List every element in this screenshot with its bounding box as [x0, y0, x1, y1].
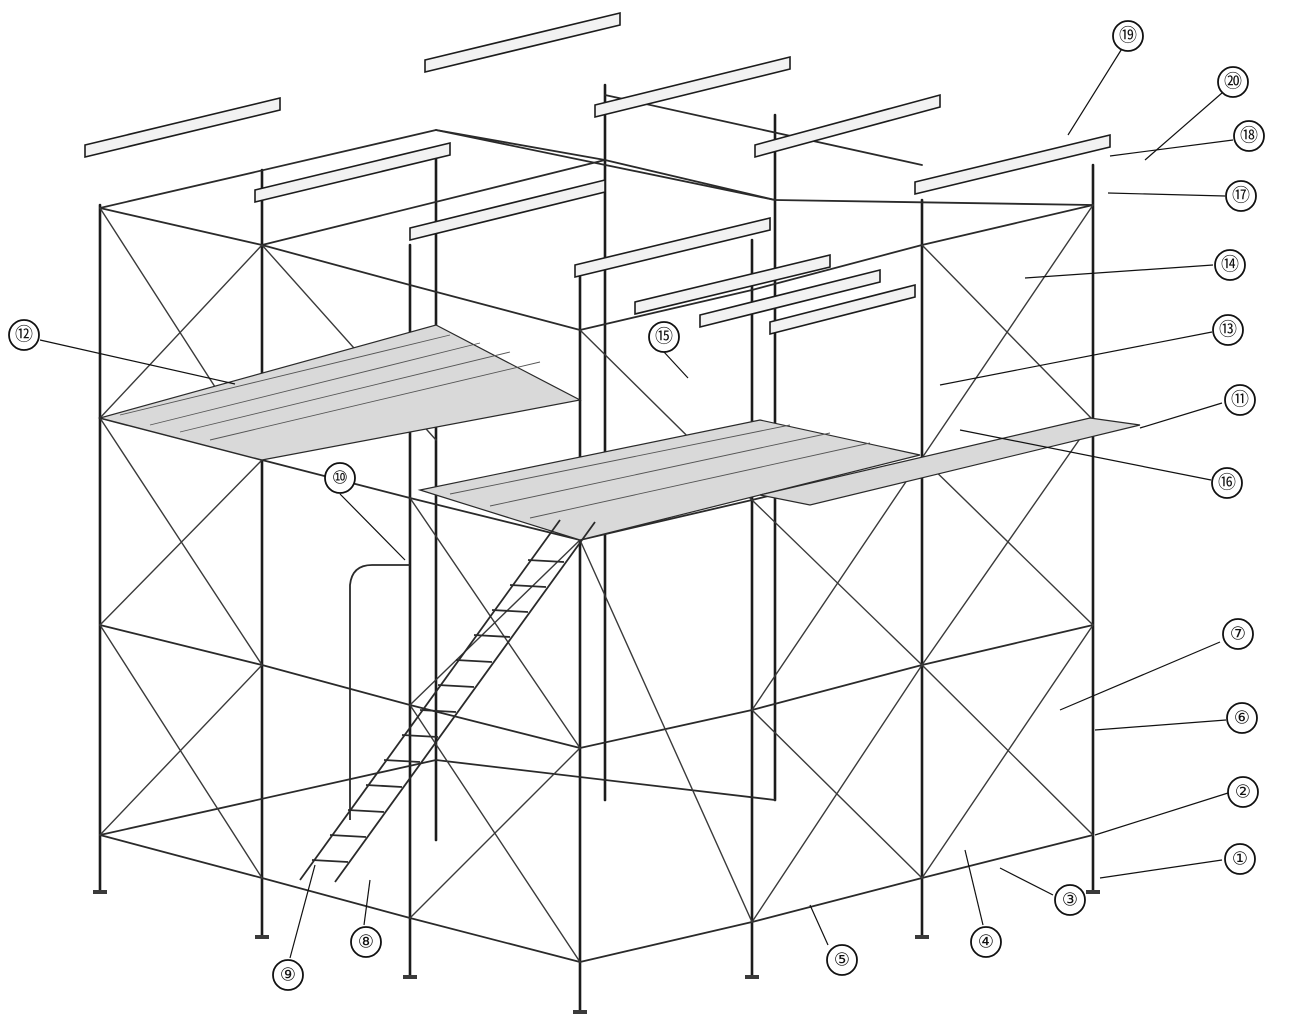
callout-20-label: ⑳ [1224, 72, 1242, 93]
callout-10-label: ⑩ [332, 468, 348, 489]
callout-18: ⑱ [1233, 120, 1265, 152]
callout-17-label: ⑰ [1232, 186, 1250, 207]
callout-4-label: ④ [978, 932, 994, 953]
scaffold-frame [98, 83, 1095, 1012]
callout-11-label: ⑪ [1231, 390, 1249, 411]
callout-1-label: ① [1232, 849, 1248, 870]
callout-11: ⑪ [1224, 384, 1256, 416]
callout-13-label: ⑬ [1219, 320, 1237, 341]
callout-7: ⑦ [1222, 618, 1254, 650]
callout-8-label: ⑧ [358, 932, 374, 953]
callout-19: ⑲ [1112, 20, 1144, 52]
callout-9-label: ⑨ [280, 965, 296, 986]
callout-16: ⑯ [1211, 467, 1243, 499]
callout-13: ⑬ [1212, 314, 1244, 346]
callout-1: ① [1224, 843, 1256, 875]
top-beams [84, 11, 1111, 336]
callout-15-label: ⑮ [655, 327, 673, 348]
callout-12-label: ⑫ [15, 325, 33, 346]
callout-6-label: ⑥ [1234, 708, 1250, 729]
callout-2: ② [1227, 776, 1259, 808]
callouts: ① ② ③ ④ ⑤ ⑥ ⑦ ⑧ ⑨ ⑩ ⑪ ⑫ ⑬ ⑭ ⑮ ⑯ ⑰ ⑱ ⑲ ⑳ [8, 20, 1265, 991]
callout-14: ⑭ [1214, 249, 1246, 281]
callout-16-label: ⑯ [1218, 473, 1236, 494]
leader-lines [39, 38, 1234, 959]
callout-12: ⑫ [8, 319, 40, 351]
callout-19-label: ⑲ [1119, 26, 1137, 47]
callout-18-label: ⑱ [1240, 126, 1258, 147]
stairway [299, 519, 596, 883]
callout-3: ③ [1054, 884, 1086, 916]
callout-17: ⑰ [1225, 180, 1257, 212]
upper-deck-center [417, 419, 921, 541]
callout-2-label: ② [1235, 782, 1251, 803]
callout-5-label: ⑤ [834, 950, 850, 971]
upper-deck-left [97, 324, 582, 461]
callout-4: ④ [970, 926, 1002, 958]
callout-20: ⑳ [1217, 66, 1249, 98]
base-jacks [93, 890, 1100, 1014]
callout-6: ⑥ [1226, 702, 1258, 734]
callout-9: ⑨ [272, 959, 304, 991]
callout-3-label: ③ [1062, 890, 1078, 911]
callout-15: ⑮ [648, 321, 680, 353]
callout-7-label: ⑦ [1230, 624, 1246, 645]
callout-14-label: ⑭ [1221, 255, 1239, 276]
upper-deck-right [759, 417, 1141, 506]
callout-5: ⑤ [826, 944, 858, 976]
callout-10: ⑩ [324, 462, 356, 494]
callout-8: ⑧ [350, 926, 382, 958]
